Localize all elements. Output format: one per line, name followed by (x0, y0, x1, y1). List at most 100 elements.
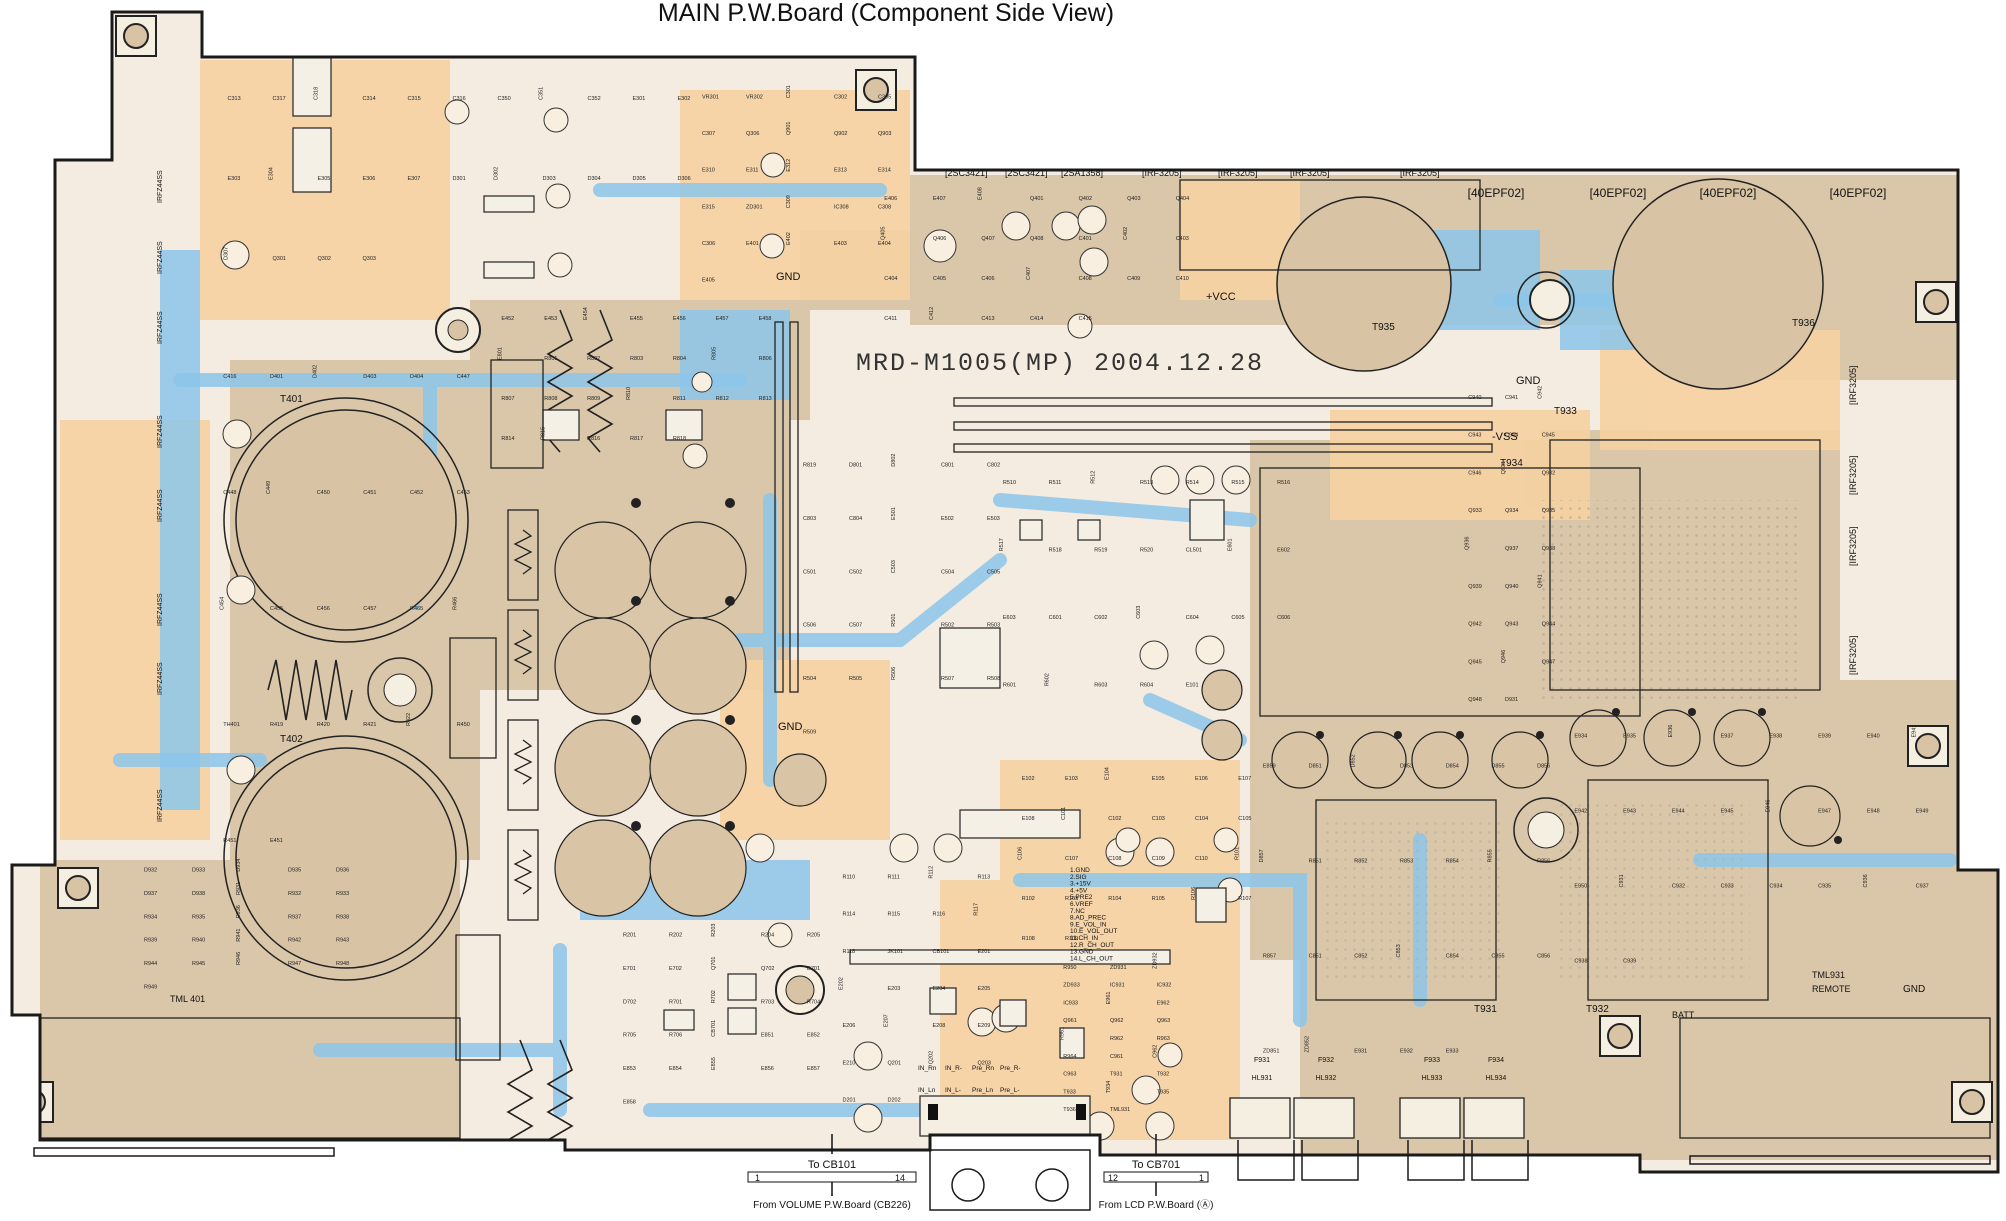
refdes-label: E852 (807, 1033, 820, 1039)
refdes-label: C855 (1491, 954, 1504, 960)
diode-label: [40EPF02] (1700, 186, 1757, 200)
vcc-label: +VCC (1206, 291, 1236, 303)
refdes-label: D301 (453, 176, 466, 182)
refdes-label: E949 (1916, 809, 1929, 815)
refdes-label: Q901 (786, 122, 792, 135)
refdes-label: C604 (1186, 615, 1199, 621)
refdes-label: R451 (223, 838, 236, 844)
refdes-label: E203 (888, 986, 901, 992)
refdes-label: E403 (834, 241, 847, 247)
refdes-label: C455 (270, 606, 283, 612)
refdes-label: C447 (457, 374, 470, 380)
refdes-label: D305 (633, 176, 646, 182)
refdes-label: E102 (1022, 776, 1035, 782)
refdes-label: R703 (761, 999, 774, 1005)
refdes-label: E301 (633, 96, 646, 102)
refdes-label: CB701 (711, 1020, 717, 1037)
refdes-label: R963 (1157, 1036, 1170, 1042)
refdes-label: E209 (978, 1023, 991, 1029)
refdes-label: Q944 (1542, 622, 1555, 628)
refdes-label: R819 (803, 463, 816, 469)
refdes-label: T933 (1063, 1089, 1076, 1095)
refdes-label: R501 (891, 614, 897, 627)
refdes-label: C352 (588, 96, 601, 102)
refdes-label: D307 (224, 247, 230, 260)
rca-label: IN_Ln (918, 1087, 936, 1094)
refdes-label: D851 (1309, 764, 1322, 770)
refdes-label: E932 (1400, 1049, 1413, 1055)
refdes-label: E503 (987, 516, 1000, 522)
refdes-label: C932 (1672, 884, 1685, 890)
refdes-label: C416 (223, 374, 236, 380)
refdes-label: JK101 (888, 949, 904, 955)
refdes-label: C453 (457, 490, 470, 496)
refdes-label: R853 (1400, 859, 1413, 865)
refdes-label: R817 (630, 436, 643, 442)
refdes-label: R937 (288, 914, 301, 920)
top-transistor-labels: [2SC3421][2SC3421][2SA1358][IRF3205][IRF… (945, 168, 1440, 178)
refdes-label: R601 (1003, 682, 1016, 688)
refdes-label: R103 (1065, 896, 1078, 902)
refdes-label: Q940 (1505, 584, 1518, 590)
refdes-label: C301 (786, 85, 792, 98)
refdes-label: R701 (669, 999, 682, 1005)
refdes-label: E104 (1104, 767, 1110, 780)
refdes-label: R107 (1238, 896, 1251, 902)
refdes-label: D937 (144, 891, 157, 897)
refdes-label: C942 (1538, 386, 1544, 399)
refdes-label: E408 (977, 187, 983, 200)
refdes-label: C308 (878, 204, 891, 210)
refdes-label: C306 (702, 241, 715, 247)
refdes-label: R506 (891, 667, 897, 680)
refdes-label: R811 (673, 396, 686, 402)
refdes-label: C406 (981, 276, 994, 282)
refdes-label: Q941 (1538, 574, 1544, 587)
refdes-label: Q406 (933, 236, 946, 242)
refdes-label: Q932 (1542, 470, 1555, 476)
refdes-label: Q962 (1110, 1018, 1123, 1024)
refdes-label: E304 (269, 167, 275, 180)
refdes-label: E108 (1022, 816, 1035, 822)
refdes-label: C937 (1916, 884, 1929, 890)
refdes-label: E801 (497, 347, 503, 360)
refdes-label: T935 (1157, 1089, 1170, 1095)
fuse-label: F934 (1488, 1057, 1504, 1064)
refdes-label: R809 (587, 396, 600, 402)
refdes-label: VR302 (746, 94, 763, 100)
refdes-label: R203 (711, 924, 717, 937)
refdes-label: E854 (669, 1066, 682, 1072)
refdes-label: Q402 (1079, 196, 1092, 202)
refdes-label: C939 (1623, 959, 1636, 965)
refdes-label: R602 (1045, 673, 1051, 686)
side-fet-label: [IRF3205] (1848, 365, 1858, 405)
refdes-label: C852 (1354, 954, 1367, 960)
refdes-label: R101 (1234, 847, 1240, 860)
refdes-label: C504 (941, 569, 954, 575)
refdes-label: C414 (1030, 316, 1043, 322)
refdes-label: R102 (1022, 896, 1035, 902)
refdes-label: R808 (544, 396, 557, 402)
left-fet-label: IRFZ44SS (157, 662, 164, 695)
cb101-pin: 8.AD_PREC (1070, 915, 1106, 922)
refdes-label: R854 (1446, 859, 1459, 865)
cb101-pin-start: 1 (755, 1173, 760, 1183)
cb101-pin: 14.L_CH_OUT (1070, 955, 1113, 962)
refdes-label: E857 (807, 1066, 820, 1072)
refdes-label: E856 (761, 1066, 774, 1072)
refdes-label: C457 (363, 606, 376, 612)
refdes-label: E312 (786, 159, 792, 172)
refdes-label: C505 (987, 569, 1000, 575)
refdes-label: C936 (1863, 874, 1869, 887)
diode-label: [40EPF02] (1590, 186, 1647, 200)
refdes-label: C105 (1238, 816, 1251, 822)
refdes-label: E315 (702, 204, 715, 210)
refdes-label: C307 (702, 131, 715, 137)
refdes-label: C856 (1537, 954, 1550, 960)
refdes-label: R816 (587, 436, 600, 442)
left-fet-label: IRFZ44SS (157, 311, 164, 344)
refdes-label: Q961 (1063, 1018, 1076, 1024)
batt-label: BATT (1672, 1010, 1695, 1020)
refdes-label: E945 (1721, 809, 1734, 815)
